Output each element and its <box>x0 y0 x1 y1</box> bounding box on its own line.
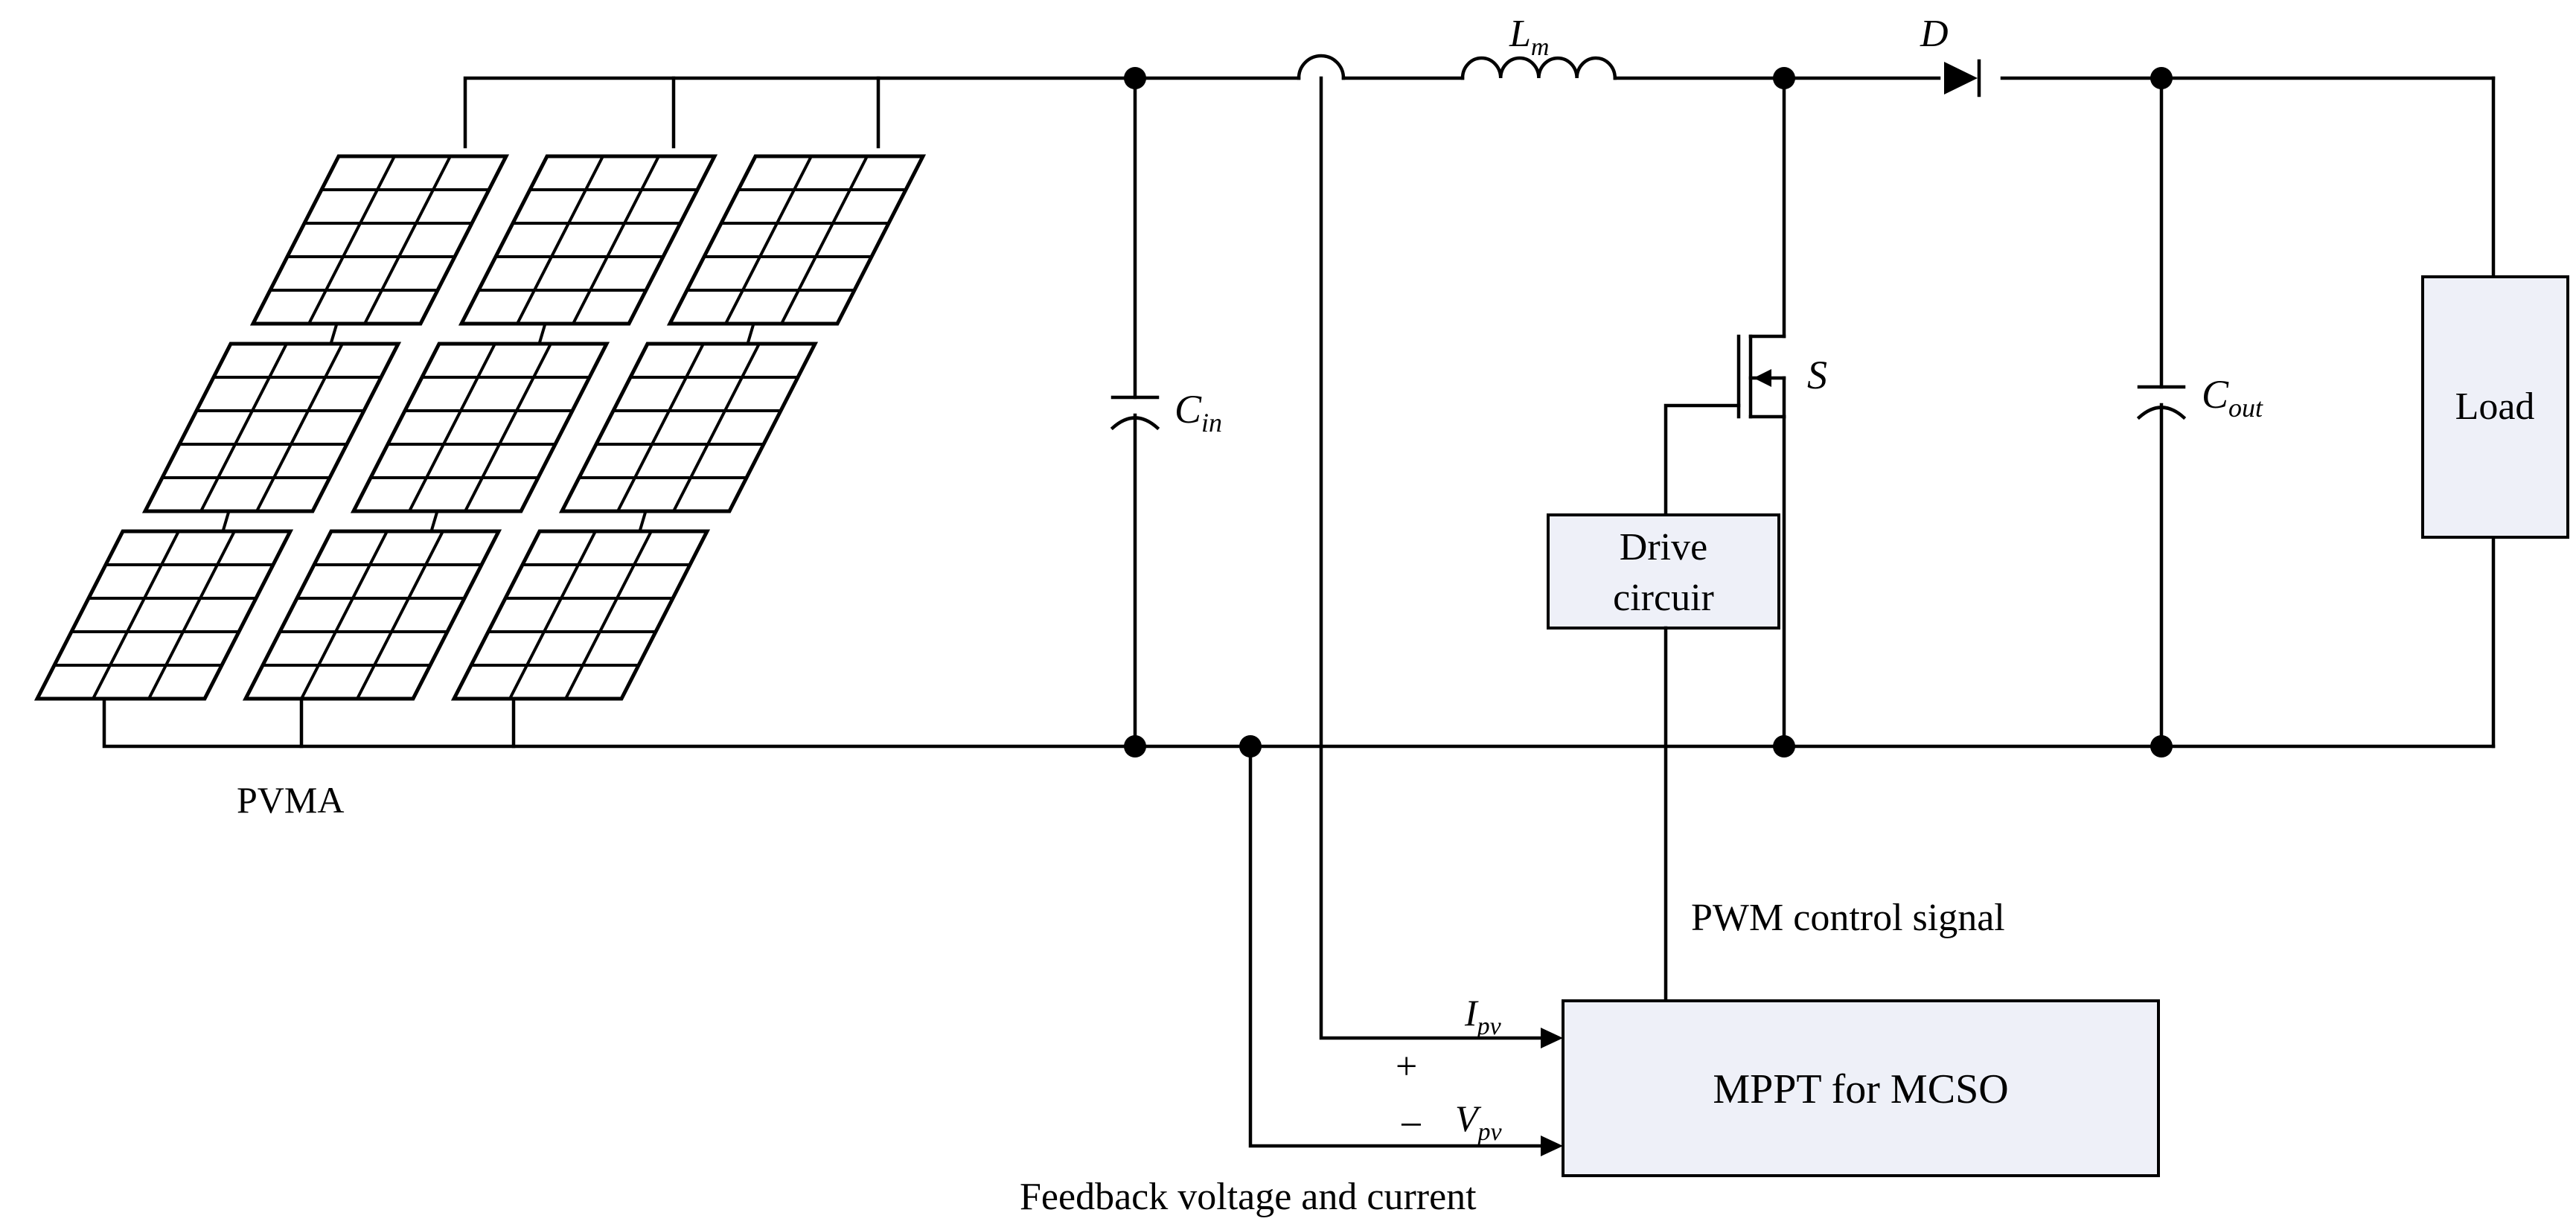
pv-top-bus <box>463 76 1137 149</box>
load-box <box>2421 275 2569 539</box>
mppt-label: MPPT for MCSO <box>1713 1066 2008 1112</box>
cap-out-label: Cout <box>2202 372 2263 423</box>
plus-sign: + <box>1396 1045 1417 1088</box>
mppt-block <box>1562 999 2160 1177</box>
pv-bottom-bus <box>102 697 1137 749</box>
ipv-label: Ipv <box>1464 992 1502 1040</box>
sensing-lines <box>1248 76 1563 1156</box>
inductor-lm <box>1460 56 1617 80</box>
pwm-label: PWM control signal <box>1691 897 2005 939</box>
diode-label: D <box>1920 13 1949 55</box>
top-rail <box>1133 54 2496 749</box>
cap-in-label: Cin <box>1174 387 1222 438</box>
pv-panel <box>141 342 402 532</box>
load-label: Load <box>2455 385 2535 428</box>
pv-panel <box>458 154 718 345</box>
diode-d <box>1944 59 1981 97</box>
minus-sign: − <box>1399 1102 1423 1148</box>
pv-panel <box>558 342 819 532</box>
input-capacitor <box>1110 76 1160 749</box>
pvma-label: PVMA <box>237 779 344 821</box>
drive-circuit <box>1547 513 1780 1003</box>
switch-label: S <box>1807 353 1827 397</box>
mosfet-switch <box>1663 76 1786 749</box>
pv-panel <box>350 342 610 532</box>
output-capacitor <box>2136 76 2187 749</box>
vpv-label: Vpv <box>1455 1098 1503 1146</box>
pv-panel <box>450 529 711 701</box>
pv-module-array <box>33 154 927 701</box>
pv-panel <box>249 154 510 345</box>
junction-dots <box>1124 67 2173 757</box>
feedback-label: Feedback voltage and current <box>1020 1176 1477 1218</box>
drive-label-line2: circuir <box>1613 577 1714 619</box>
pv-panel <box>666 154 927 345</box>
inductor-label: Lm <box>1509 13 1549 61</box>
drive-label-line1: Drive <box>1620 526 1707 568</box>
pv-panel <box>242 529 502 701</box>
pv-panel <box>33 529 294 701</box>
